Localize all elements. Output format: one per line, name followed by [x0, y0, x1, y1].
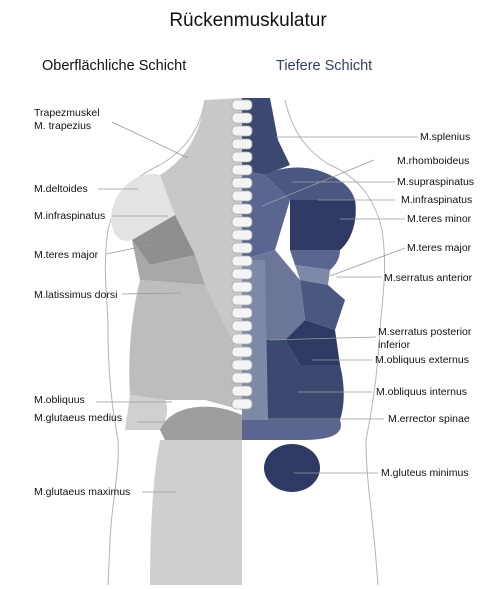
label-teres-major-right: M.teres major — [407, 242, 472, 254]
serratus-anterior-muscle — [300, 280, 345, 330]
label-serratus-anterior: M.serratus anterior — [384, 272, 473, 284]
gluteus-minimus-muscle — [264, 444, 320, 492]
label-trapezius-line2: M. trapezius — [34, 120, 92, 132]
diagram-title: Rückenmuskulatur — [169, 10, 327, 31]
label-splenius: M.splenius — [420, 131, 471, 143]
body-outline — [104, 99, 386, 586]
label-obliquus-externus: M.obliquus externus — [375, 354, 469, 366]
label-errector-spinae: M.errector spinae — [388, 413, 470, 425]
infraspinatus-muscle — [132, 215, 195, 265]
label-obliquus: M.obliquus — [34, 394, 85, 406]
obliquus-muscle — [125, 395, 168, 430]
latissimus-dorsi-muscle — [129, 280, 242, 410]
obliquus-externus-muscle — [285, 320, 340, 365]
label-trapezius-line1: Trapezmuskel — [34, 107, 100, 119]
rhomboideus-muscle — [242, 170, 290, 260]
supraspinatus-muscle — [265, 167, 355, 200]
label-rhomboideus: M.rhomboideus — [397, 155, 470, 167]
label-serratus-posterior-line1: M.serratus posterior — [378, 326, 472, 338]
deltoid-muscle — [111, 174, 175, 241]
label-obliquus-internus: M.obliquus internus — [376, 386, 468, 398]
trapezius-muscle — [160, 98, 242, 360]
label-glutaeus-maximus: M.glutaeus maximus — [34, 486, 131, 498]
superficial-layer — [111, 98, 242, 585]
infraspinatus-right-muscle — [290, 200, 356, 250]
right-hip-region — [242, 420, 341, 440]
label-gluteus-minimus: M.gluteus minimus — [381, 467, 469, 479]
teres-major-right-muscle — [295, 265, 330, 285]
teres-minor-muscle — [290, 250, 340, 270]
label-serratus-posterior-line2: inferior — [378, 339, 411, 351]
label-serratus-posterior: M.serratus posterior inferior — [378, 326, 471, 352]
gluteus-maximus-muscle — [150, 440, 242, 585]
deep-layer-heading: Tiefere Schicht — [276, 58, 373, 74]
label-supraspinatus: M.supraspinatus — [397, 176, 475, 188]
leader-lines — [96, 121, 418, 493]
deep-layer — [242, 98, 356, 492]
gluteus-medius-muscle — [160, 406, 242, 440]
spine — [231, 99, 253, 410]
label-infraspinatus-left: M.infraspinatus — [34, 210, 106, 222]
label-trapezius: Trapezmuskel M. trapezius — [34, 107, 100, 133]
label-infraspinatus-right: M.infraspinatus — [401, 194, 473, 206]
label-glutaeus-medius: M.glutaeus medius — [34, 412, 123, 424]
label-teres-major-left: M.teres major — [34, 249, 99, 261]
label-teres-minor: M.teres minor — [407, 213, 472, 225]
label-latissimus-dorsi: M.latissimus dorsi — [34, 289, 118, 301]
splenius-muscle — [242, 98, 290, 175]
superficial-layer-heading: Oberflächliche Schicht — [42, 58, 187, 74]
label-deltoides: M.deltoides — [34, 183, 88, 195]
teres-major-muscle — [132, 240, 205, 285]
